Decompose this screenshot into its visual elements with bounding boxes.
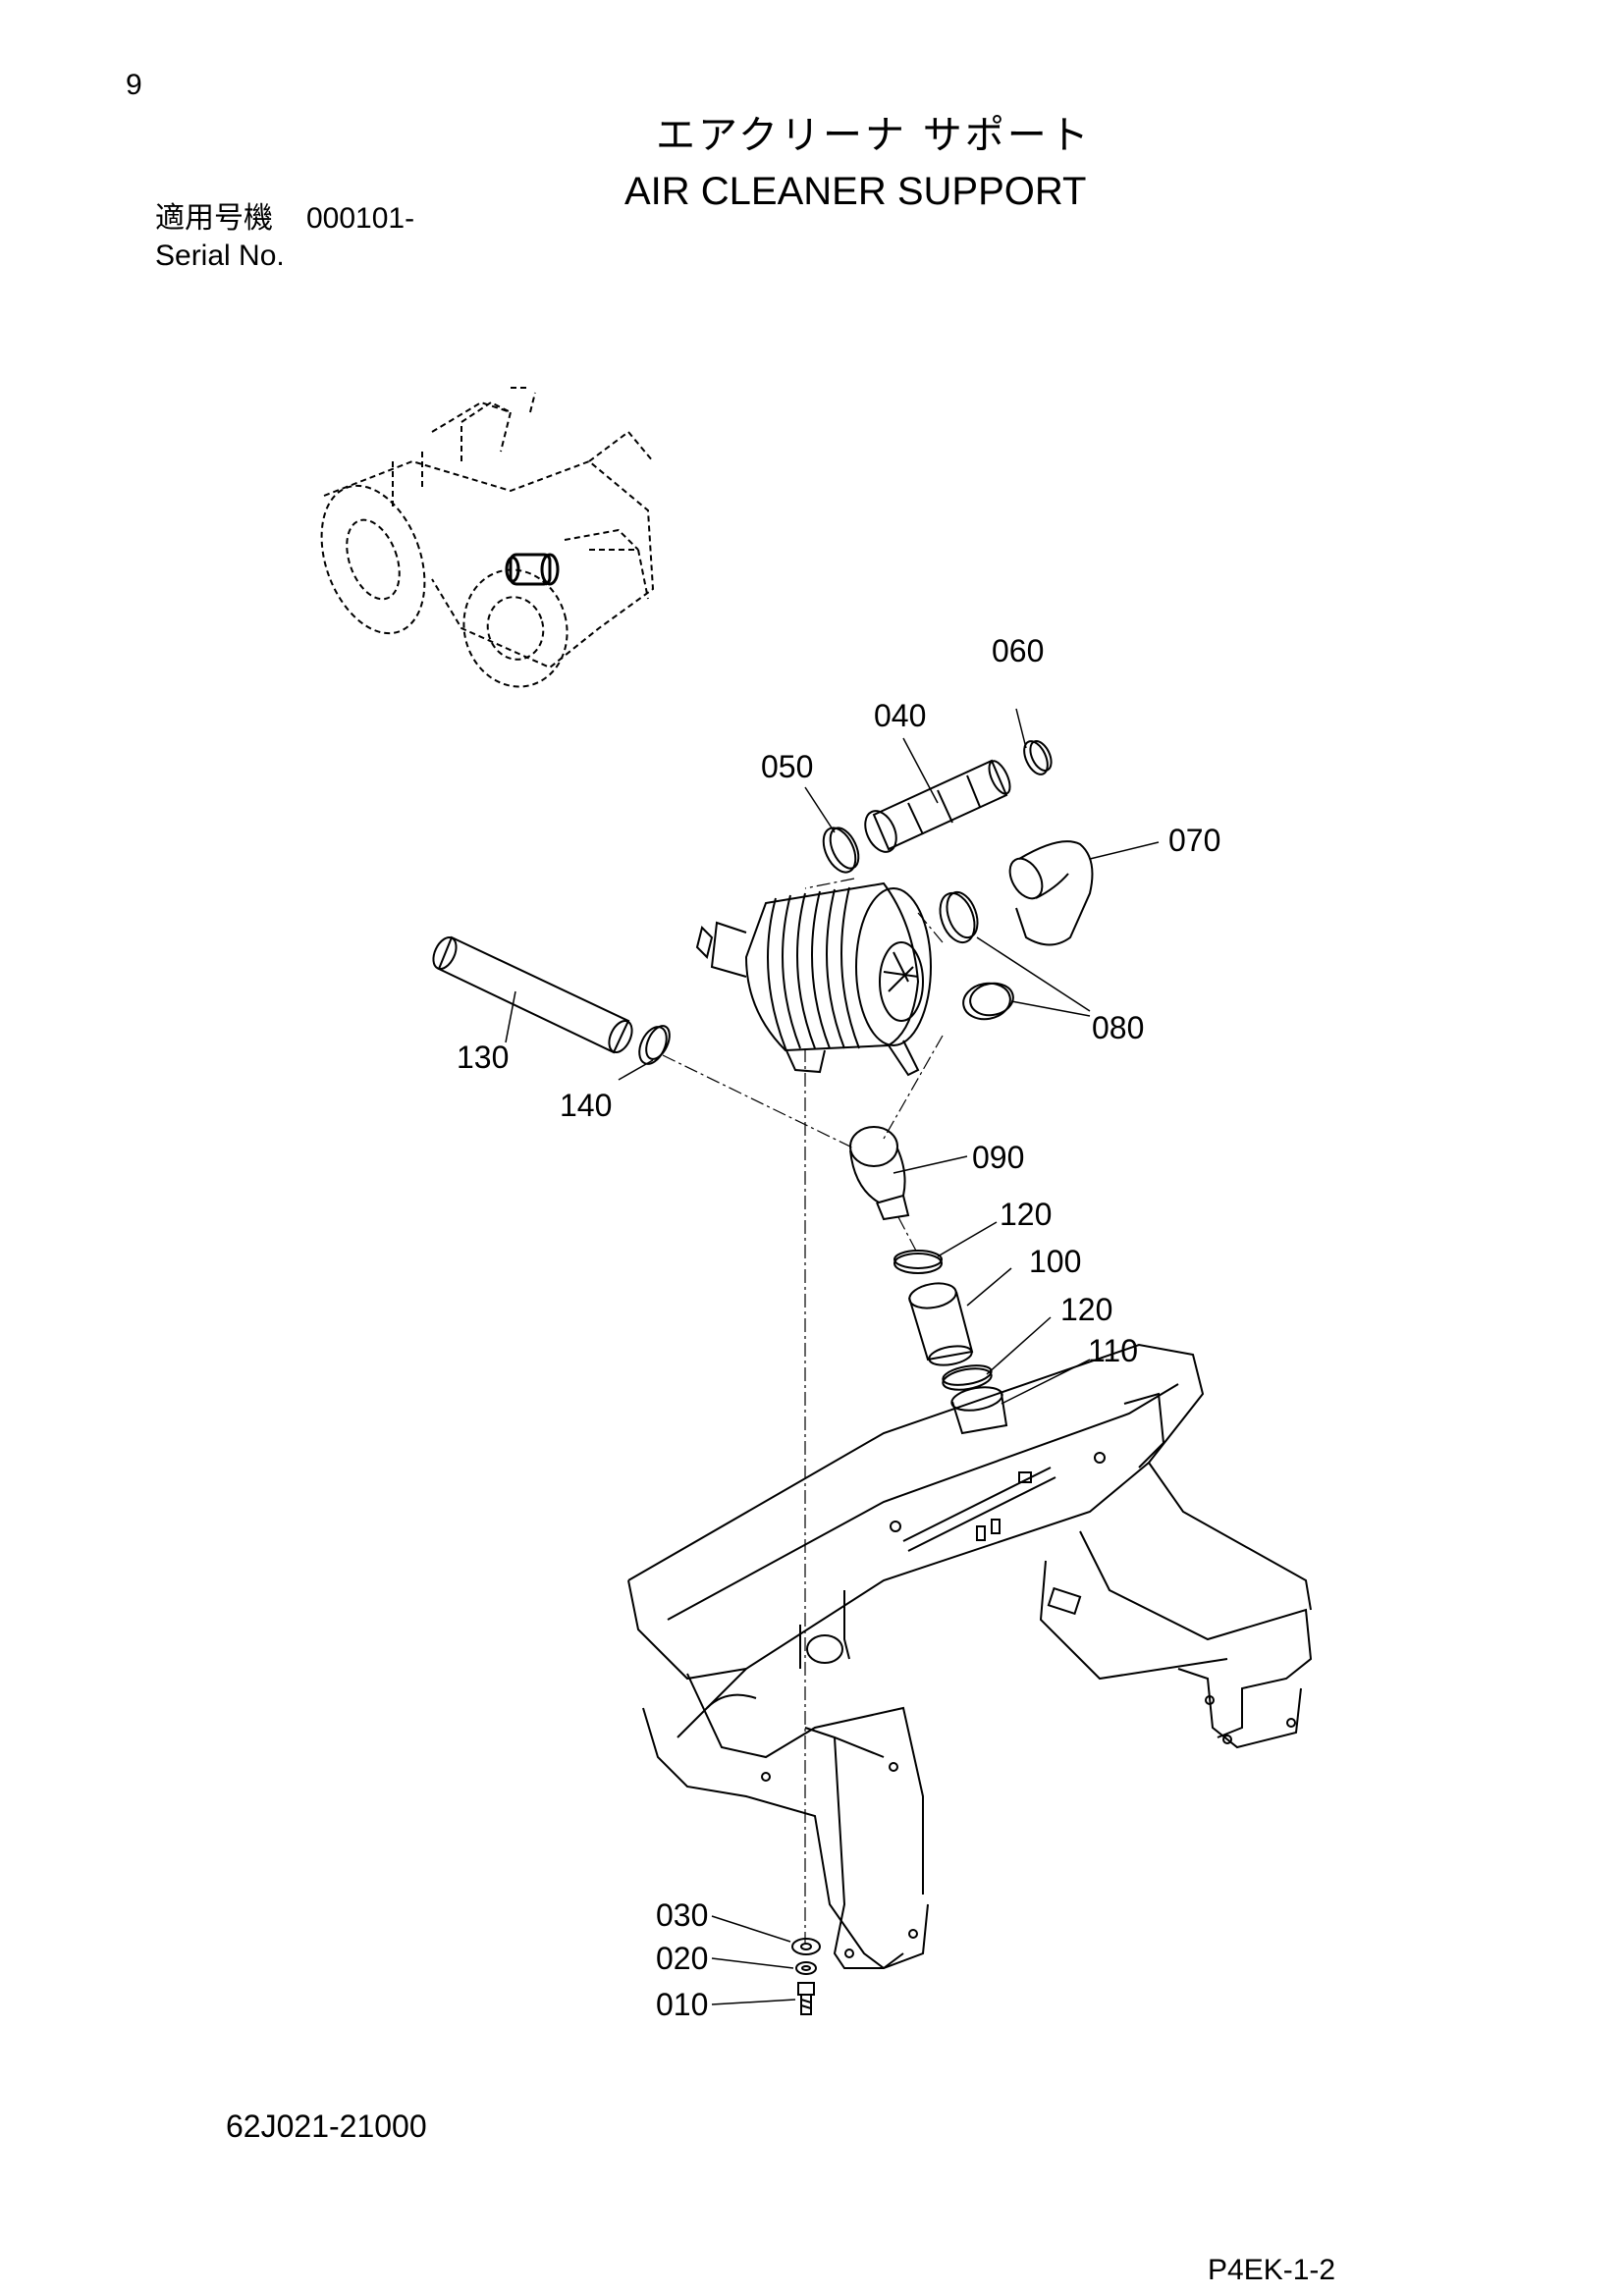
part-label-100: 100 (1029, 1244, 1081, 1279)
part-label-090: 090 (972, 1140, 1024, 1175)
clamp-140 (638, 1025, 671, 1065)
clamp-080-upper (939, 890, 979, 944)
support-bracket-frame (627, 1343, 1313, 1969)
part-label-040: 040 (874, 698, 926, 733)
part-label-120-lower: 120 (1060, 1292, 1112, 1327)
leader-lines (505, 708, 1160, 2005)
page-number: 9 (126, 69, 142, 101)
part-label-120-upper: 120 (1000, 1197, 1052, 1232)
part-label-110: 110 (1088, 1333, 1138, 1368)
part-label-020: 020 (656, 1941, 708, 1976)
part-label-130: 130 (457, 1040, 509, 1075)
elbow-090 (849, 1126, 910, 1221)
part-label-050: 050 (761, 749, 813, 784)
clamp-120-lower (942, 1364, 993, 1391)
lock-washer-020 (795, 1961, 817, 1975)
hose-100 (908, 1282, 974, 1366)
title-japanese: エアクリーナ サポート (656, 113, 1092, 158)
hose-110 (950, 1386, 1008, 1435)
document-code: 62J021-21000 (226, 2109, 427, 2144)
clamp-120-upper (893, 1250, 943, 1274)
page-title: AIR CLEANER SUPPORT (624, 170, 1087, 213)
part-label-070: 070 (1168, 823, 1220, 858)
serial-label-english: Serial No. (155, 240, 285, 272)
part-label-030: 030 (656, 1897, 708, 1933)
air-cleaner-assembly (695, 881, 932, 1077)
hose-040 (864, 759, 1011, 853)
pipe-130 (432, 935, 633, 1054)
part-label-010: 010 (656, 1987, 708, 2022)
part-label-140: 140 (560, 1088, 612, 1123)
part-label-080: 080 (1092, 1010, 1144, 1045)
page-code: P4EK-1-2 (1208, 2254, 1336, 2286)
serial-label-japanese: 適用号機 (155, 201, 273, 236)
serial-number-value: 000101- (306, 202, 415, 235)
highlighted-air-cleaner-location (505, 553, 560, 586)
clamp-080-lower (962, 982, 1014, 1021)
part-label-060: 060 (992, 633, 1044, 668)
bolt-010 (797, 1982, 815, 2015)
clamp-060 (1023, 740, 1053, 775)
elbow-hose-070 (1008, 840, 1094, 946)
part-number-labels: 060 040 050 070 080 130 140 090 120 100 … (457, 633, 1220, 2022)
washer-030 (791, 1938, 821, 1955)
tractor-overview-illustration (320, 387, 655, 688)
clamp-050 (822, 827, 860, 874)
assembly-guide-lines (662, 878, 944, 1944)
